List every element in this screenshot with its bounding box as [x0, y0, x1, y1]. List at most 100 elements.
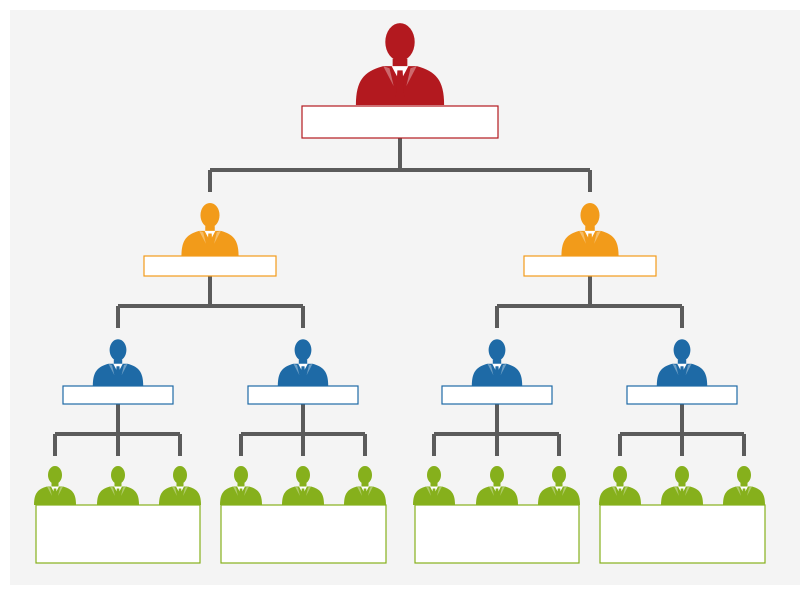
person-lapel-left	[295, 486, 300, 496]
person-neck	[298, 359, 308, 366]
team-box-team-4	[599, 504, 766, 564]
person-tie	[178, 488, 182, 504]
person-lapel-right	[685, 486, 690, 496]
person-neck	[113, 359, 123, 366]
person-neck	[555, 483, 563, 488]
person-neck	[677, 359, 687, 366]
person-lapel-right	[623, 486, 628, 496]
person-head	[234, 466, 248, 484]
person-icon-team-3-member-2	[476, 466, 518, 505]
person-head	[552, 466, 566, 484]
person-lapel-right	[183, 486, 188, 496]
person-neck	[176, 483, 184, 488]
person-head	[673, 339, 691, 361]
person-lapel-left	[383, 66, 394, 87]
person-head	[385, 23, 415, 61]
person-lapel-right	[500, 363, 507, 376]
node-box-lead-1	[62, 385, 174, 405]
person-head	[48, 466, 62, 484]
person-neck	[678, 483, 686, 488]
person-head	[427, 466, 441, 484]
person-tie	[53, 488, 57, 504]
person-icon-team-4-member-3	[723, 466, 765, 505]
person-tie	[587, 233, 593, 255]
person-lapel-left	[672, 363, 679, 376]
person-lapel-left	[110, 486, 115, 496]
person-tie	[301, 488, 305, 504]
person-lapel-left	[487, 363, 494, 376]
person-head	[488, 339, 506, 361]
person-tie	[742, 488, 746, 504]
person-lapel-right	[500, 486, 505, 496]
person-icon-lead-4	[656, 339, 708, 386]
person-tie	[115, 366, 121, 385]
person-head	[111, 466, 125, 484]
person-lapel-right	[121, 363, 128, 376]
person-tie	[494, 366, 500, 385]
person-tie	[239, 488, 243, 504]
person-lapel-right	[685, 363, 692, 376]
person-tie	[680, 488, 684, 504]
person-tie	[679, 366, 685, 385]
person-icon-team-4-member-1	[599, 466, 641, 505]
connector-lines	[53, 138, 746, 456]
person-tie	[363, 488, 367, 504]
person-lapel-left	[426, 486, 431, 496]
person-head	[358, 466, 372, 484]
person-lapel-left	[612, 486, 617, 496]
node-box-lead-4	[626, 385, 738, 405]
person-head	[200, 202, 220, 228]
person-lapel-left	[489, 486, 494, 496]
person-head	[173, 466, 187, 484]
person-neck	[740, 483, 748, 488]
person-neck	[361, 483, 369, 488]
person-lapel-right	[368, 486, 373, 496]
person-lapel-left	[551, 486, 556, 496]
person-neck	[114, 483, 122, 488]
person-neck	[430, 483, 438, 488]
person-lapel-right	[437, 486, 442, 496]
person-tie	[557, 488, 561, 504]
person-icon-team-2-member-2	[282, 466, 324, 505]
person-icon-team-3-member-3	[538, 466, 580, 505]
person-neck	[237, 483, 245, 488]
person-lapel-right	[214, 230, 221, 244]
person-icon-team-4-member-2	[661, 466, 703, 505]
person-icon-lead-1	[92, 339, 144, 386]
person-neck	[51, 483, 59, 488]
person-icon-team-1-member-1	[34, 466, 76, 505]
person-lapel-left	[674, 486, 679, 496]
person-lapel-right	[121, 486, 126, 496]
person-head	[613, 466, 627, 484]
person-lapel-right	[244, 486, 249, 496]
team-box-team-3	[414, 504, 580, 564]
person-lapel-right	[594, 230, 601, 244]
person-head	[109, 339, 127, 361]
node-box-manager-left	[143, 255, 277, 277]
person-icon-team-1-member-3	[159, 466, 201, 505]
person-tie	[395, 70, 405, 103]
person-tie	[207, 233, 213, 255]
person-neck	[205, 226, 215, 233]
person-lapel-left	[579, 230, 586, 244]
person-lapel-right	[306, 486, 311, 496]
person-lapel-left	[293, 363, 300, 376]
person-tie	[116, 488, 120, 504]
person-icon-manager-left	[181, 202, 239, 256]
person-lapel-right	[747, 486, 752, 496]
person-head	[737, 466, 751, 484]
person-icon-team-2-member-3	[344, 466, 386, 505]
person-icon-manager-right	[561, 202, 619, 256]
node-box-manager-right	[523, 255, 657, 277]
person-neck	[585, 226, 595, 233]
person-neck	[299, 483, 307, 488]
person-lapel-left	[172, 486, 177, 496]
node-box-lead-2	[247, 385, 359, 405]
person-lapel-left	[199, 230, 206, 244]
person-lapel-right	[406, 66, 417, 87]
node-box-ceo	[301, 105, 499, 139]
person-icon-lead-2	[277, 339, 329, 386]
person-lapel-left	[357, 486, 362, 496]
person-lapel-left	[233, 486, 238, 496]
